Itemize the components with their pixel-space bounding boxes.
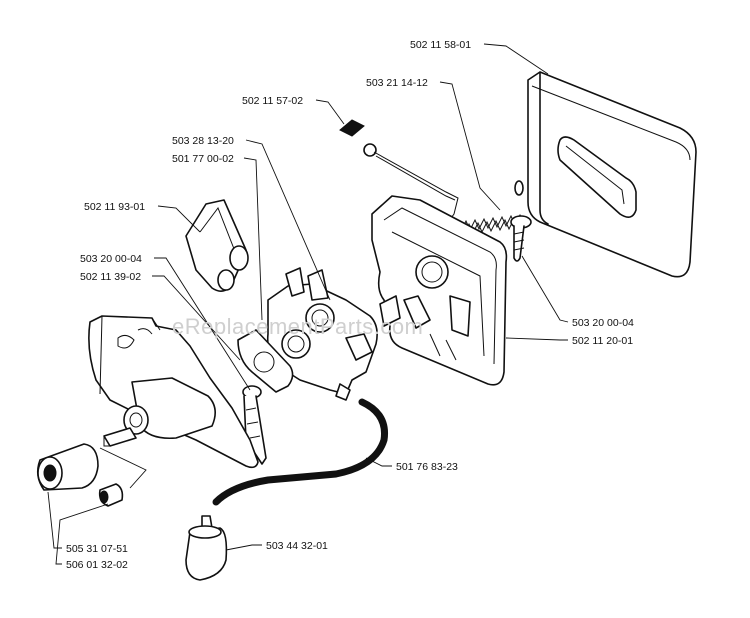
crankcase-cover [88,315,259,469]
leader-lines [47,43,569,565]
label-grommet-large: 505 31 07-51 [66,543,128,555]
label-screw-left: 503 20 00-04 [80,253,142,265]
gasket [237,329,294,393]
label-screw-right: 503 20 00-04 [572,317,634,329]
label-gasket: 502 11 39-02 [80,271,141,283]
label-fuel-filter: 503 44 32-01 [266,540,328,552]
label-spring: 503 21 14-12 [366,77,428,89]
carburetor [266,267,378,401]
screw-right [510,215,532,262]
intake-boot [185,199,249,292]
part-labels: 502 11 58-01 503 21 14-12 502 11 57-02 5… [66,39,634,571]
grommet-small [98,483,124,507]
label-filter-holder: 502 11 20-01 [572,335,633,347]
fuel-line [212,398,389,506]
fuel-filter [185,515,228,581]
label-air-filter: 502 11 58-01 [410,39,471,51]
label-choke-rod: 502 11 57-02 [242,95,303,107]
label-carburetor-b: 501 77 00-02 [172,153,234,165]
grommet-large [36,443,99,491]
label-fuel-line: 501 76 83-23 [396,461,458,473]
label-grommet-small: 506 01 32-02 [66,559,128,571]
screw-left [242,385,267,465]
filter-holder [371,195,508,386]
label-intake-boot: 502 11 93-01 [84,201,145,213]
air-filter [527,71,697,278]
label-carburetor-a: 503 28 13-20 [172,135,234,147]
watermark: eReplacementParts.com [172,314,423,339]
